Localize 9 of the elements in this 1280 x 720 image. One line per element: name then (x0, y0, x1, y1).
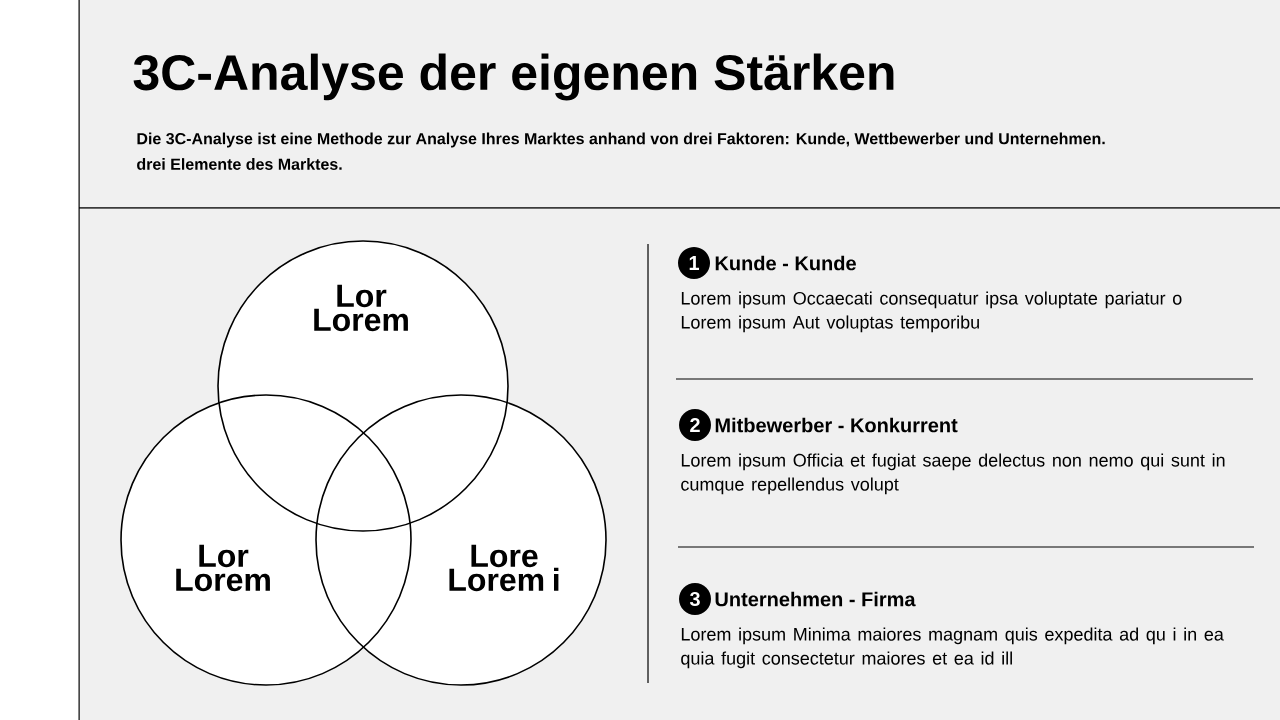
subtitle: Die 3C-Analyse ist eine Methode zur Analyse Ihres Marktes anhand von drei Faktoren: Kunde, Wettbewerber und Unternehmen. (137, 132, 1105, 148)
number-badge: 1 (678, 247, 710, 279)
item-heading: Mitbewerber - Konkurrent (715, 417, 958, 433)
subtitle: drei Elemente des Marktes. (137, 158, 342, 170)
item-heading: Unternehmen - Firma (715, 591, 916, 607)
number-badge: 2 (679, 409, 711, 441)
title: 3C-Analyse der eigenen Stärken (133, 53, 894, 101)
number-badge: 3 (679, 583, 711, 615)
item-heading: Kunde - Kunde (715, 255, 856, 271)
